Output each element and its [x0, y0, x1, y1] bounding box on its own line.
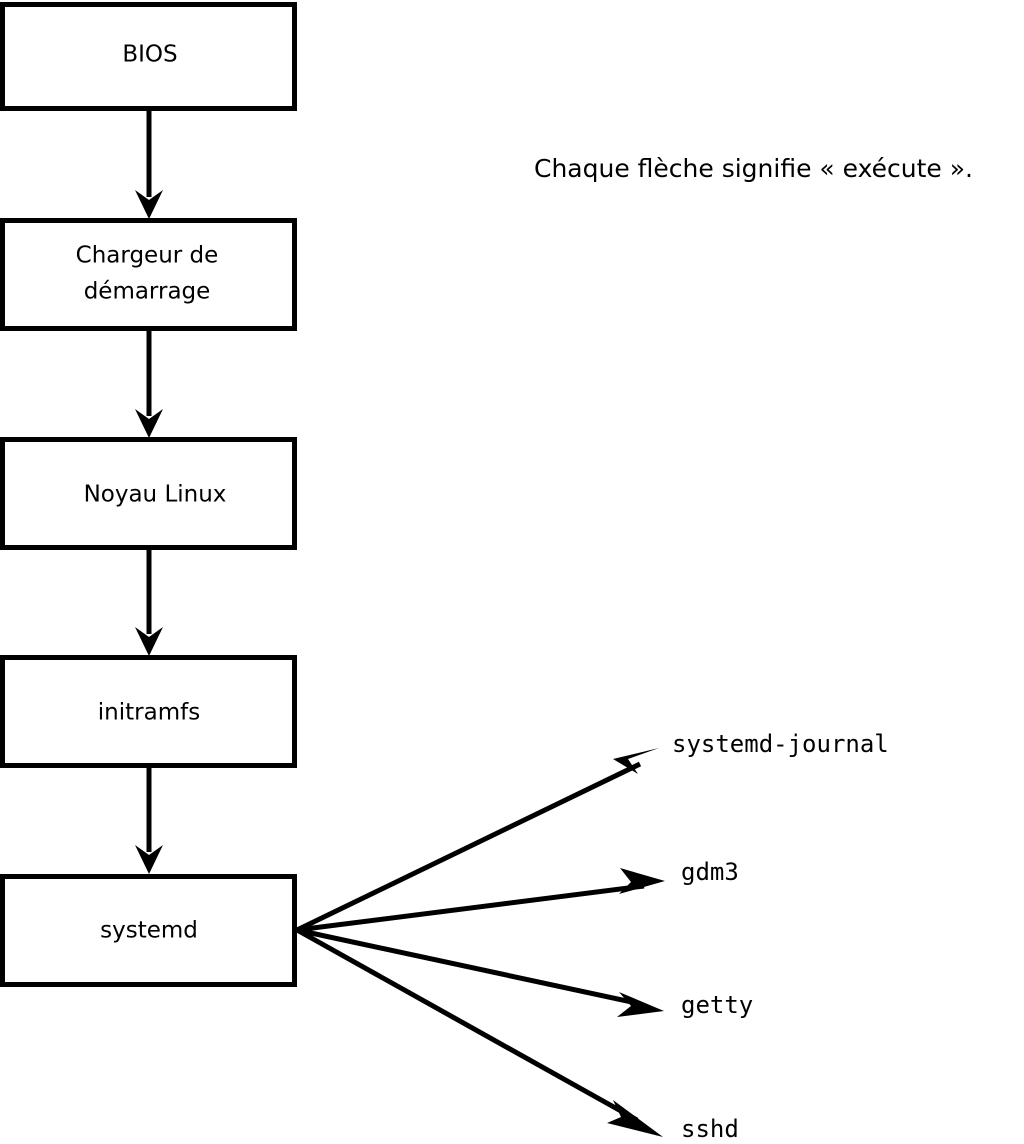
- edge-loader-to-kernel-arrowhead: [135, 409, 163, 438]
- service-label-systemd-journal: systemd-journal: [672, 730, 889, 758]
- node-kernel-box: [0, 437, 297, 550]
- edge-initramfs-to-systemd: [135, 766, 163, 874]
- edge-systemd-to-journal-line: [295, 761, 642, 933]
- edge-systemd-to-getty-arrowhead: [617, 992, 664, 1017]
- node-bootloader[interactable]: Chargeur de démarrage: [0, 218, 297, 331]
- edge-systemd-to-gdm3: [296, 868, 665, 933]
- node-kernel-label: Noyau Linux: [84, 482, 227, 508]
- node-bootloader-box: [0, 218, 297, 331]
- node-systemd-box: [0, 874, 297, 987]
- edge-systemd-to-sshd-line: [295, 927, 639, 1123]
- arrow-meaning-note: Chaque flèche signifie « exécute ».: [534, 154, 973, 183]
- node-initramfs[interactable]: initramfs: [0, 655, 297, 768]
- node-bios-box: [0, 2, 297, 111]
- edge-bios-to-loader: [135, 109, 163, 219]
- node-initramfs-box: [0, 655, 297, 768]
- edge-bios-to-loader-arrowhead: [135, 190, 163, 219]
- edge-initramfs-to-systemd-arrowhead: [135, 845, 163, 874]
- edge-kernel-to-initramfs-arrowhead: [135, 627, 163, 656]
- service-label-sshd: sshd: [681, 1115, 739, 1143]
- edge-kernel-to-initramfs: [135, 548, 163, 656]
- edge-systemd-to-sshd: [295, 927, 663, 1137]
- node-bootloader-label-line2: démarrage: [84, 279, 211, 305]
- edge-loader-to-kernel: [135, 329, 163, 438]
- node-bootloader-label-line1: Chargeur de: [76, 243, 219, 269]
- service-label-gdm3: gdm3: [681, 858, 739, 886]
- edge-systemd-to-journal: [295, 748, 659, 933]
- node-bios-label: BIOS: [122, 42, 177, 68]
- edge-systemd-to-journal-arrowhead: [613, 748, 659, 774]
- service-label-getty: getty: [681, 991, 753, 1019]
- edge-systemd-to-gdm3-line: [296, 883, 645, 933]
- edge-systemd-to-getty-line: [296, 927, 642, 1007]
- edge-systemd-to-sshd-arrowhead: [607, 1100, 663, 1137]
- node-bios[interactable]: BIOS: [0, 2, 297, 111]
- edge-systemd-to-gdm3-arrowhead: [619, 868, 665, 894]
- node-systemd[interactable]: systemd: [0, 874, 297, 987]
- node-initramfs-label: initramfs: [98, 700, 200, 726]
- node-kernel[interactable]: Noyau Linux: [0, 437, 297, 550]
- edge-systemd-to-getty: [296, 927, 664, 1017]
- node-systemd-label: systemd: [100, 918, 198, 944]
